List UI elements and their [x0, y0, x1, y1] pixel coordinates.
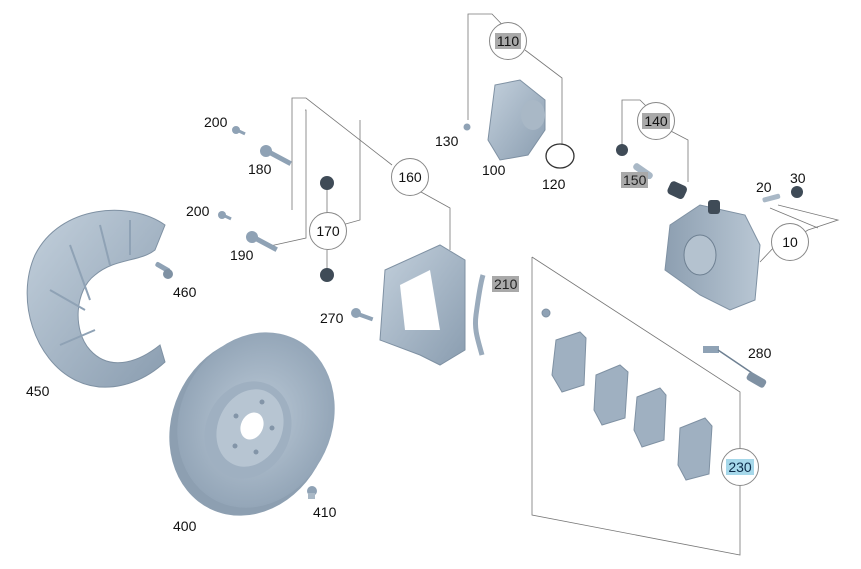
caliper-carrier-160 [379, 244, 466, 366]
brake-pads-230 [541, 308, 713, 481]
leader-lines [269, 13, 840, 556]
label-210: 210 [492, 276, 520, 292]
label-130: 130 [435, 133, 459, 149]
label-150: 150 [621, 172, 649, 188]
label-410: 410 [313, 504, 337, 520]
label-30: 30 [790, 170, 806, 186]
label-400: 400 [173, 518, 197, 534]
callout-230: 230 [721, 448, 759, 486]
label-100: 100 [482, 162, 506, 178]
screw-130 [463, 123, 471, 131]
brake-caliper-10 [664, 200, 761, 311]
label-280: 280 [748, 345, 772, 361]
callout-110: 110 [489, 22, 527, 60]
wear-sensor-280 [703, 346, 767, 388]
callout-160: 160 [391, 158, 429, 196]
bolt-270 [351, 308, 374, 322]
brake-disc-400 [169, 332, 335, 516]
label-120: 120 [542, 176, 566, 192]
bolt-460 [155, 262, 173, 279]
actuator-motor-100 [487, 79, 546, 161]
label-270: 270 [320, 310, 344, 326]
label-450: 450 [26, 383, 50, 399]
cap-nuts-170 [320, 176, 334, 282]
callout-140: 140 [637, 102, 675, 140]
callout-10: 10 [771, 223, 809, 261]
bolts-180-190-200 [218, 126, 292, 252]
label-460: 460 [173, 284, 197, 300]
bleeder-20-30 [762, 186, 803, 203]
o-ring-120 [545, 143, 575, 169]
splash-shield-450 [26, 209, 166, 388]
label-180: 180 [248, 161, 272, 177]
callout-170: 170 [309, 212, 347, 250]
screw-410 [307, 486, 317, 499]
label-200-upper: 200 [204, 114, 228, 130]
spring-210 [473, 274, 486, 356]
label-20: 20 [756, 179, 772, 195]
label-200-lower: 200 [186, 203, 210, 219]
label-190: 190 [230, 247, 254, 263]
